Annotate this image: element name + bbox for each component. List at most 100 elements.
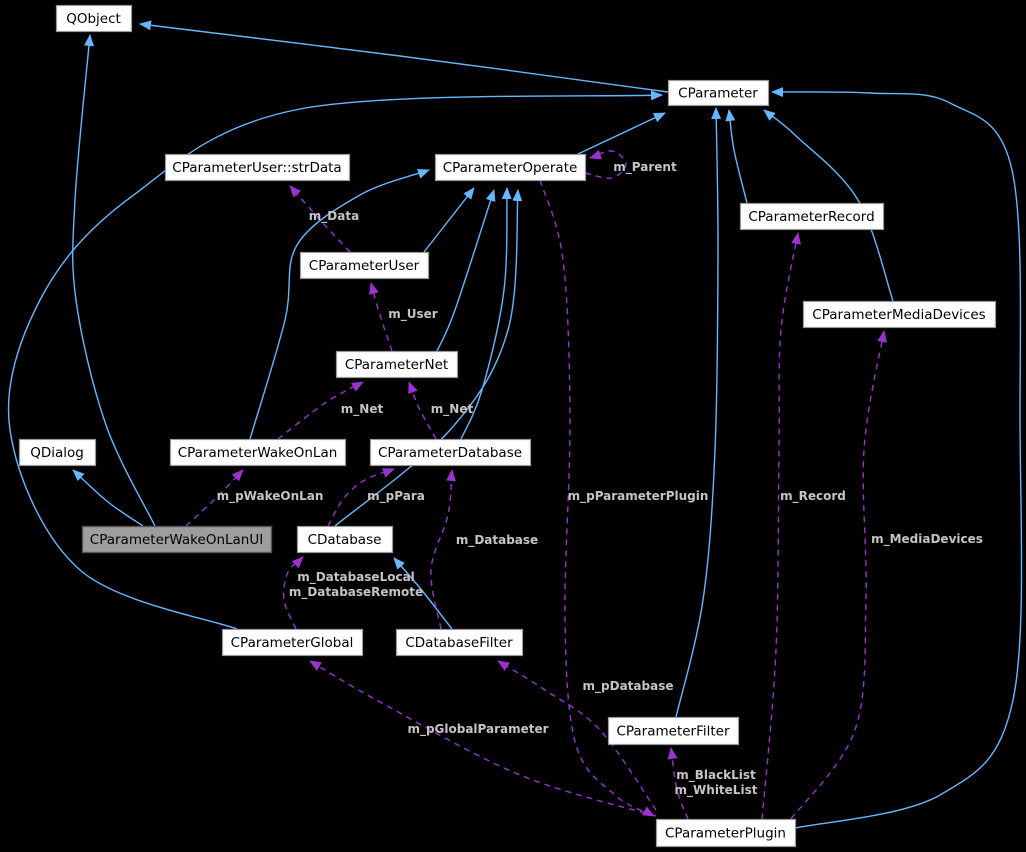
edge-label-m_Net: m_Net [341, 402, 384, 417]
class-name-label: CParameterGlobal [231, 635, 354, 651]
node-rect[interactable] [607, 716, 740, 746]
member-edge-CParameterUser-to-strData [289, 185, 351, 253]
inheritance-edge-CParameterRecord-to-CParameter [725, 109, 748, 204]
class-node-CParameterRecord[interactable]: CParameterRecord [739, 202, 885, 231]
inheritance-edge-CParameterWakeOnLan-to-CParameterOperate [249, 169, 430, 440]
edges-layer [7, 20, 1023, 829]
edge-label-m_User: m_User [388, 307, 438, 322]
edge-label-m_Record: m_Record [780, 489, 846, 504]
class-name-label: CParameterWakeOnLanUI [90, 532, 263, 548]
node-rect[interactable] [18, 438, 97, 467]
inheritance-edge-CParameterWakeOnLanUI-to-QObject [71, 34, 156, 527]
inheritance-edge-CParameterNet-to-CParameterOperate [436, 189, 496, 352]
inheritance-edge-CParameterFilter-to-CParameter [675, 107, 722, 718]
member-edge-CParameterPlugin-to-CParameterMediaDevices [790, 330, 888, 820]
member-edge-CDatabase-to-CParameterDatabase [327, 468, 395, 527]
class-name-label: CParameterUser::strData [172, 160, 341, 176]
edge-label-m_BlackList: m_BlackList [676, 768, 756, 783]
node-rect[interactable] [55, 4, 133, 33]
edge-label-m_MediaDevices: m_MediaDevices [871, 532, 983, 547]
inheritance-edge-CParameterOperate-to-CParameter [577, 112, 666, 155]
member-edge-CParameterPlugin-to-CParameterGlobal [309, 660, 657, 817]
class-node-CParameterFilter[interactable]: CParameterFilter [607, 716, 740, 746]
node-rect[interactable] [395, 628, 524, 657]
member-edge-CParameterOperate-to-CParameterOperate [584, 149, 627, 179]
edge-label-m_Parent: m_Parent [613, 160, 677, 175]
class-name-label: CParameterPlugin [665, 826, 786, 842]
highlighted-node-rect[interactable] [81, 525, 273, 554]
class-node-CParameterGlobal[interactable]: CParameterGlobal [221, 628, 364, 657]
nodes-layer: QObjectCParameterCParameterUser::strData… [18, 4, 997, 848]
node-rect[interactable] [299, 251, 430, 280]
node-rect[interactable] [434, 153, 587, 182]
node-rect[interactable] [667, 79, 770, 107]
class-name-label: QObject [66, 11, 121, 27]
class-node-CParameterMediaDevices[interactable]: CParameterMediaDevices [802, 300, 997, 329]
member-edge-CParameterPlugin-to-CParameterRecord [761, 232, 802, 820]
class-name-label: QDialog [30, 445, 84, 461]
class-node-CDatabase[interactable]: CDatabase [296, 525, 394, 554]
inheritance-edge-CDatabase-to-CParameterOperate [334, 189, 523, 527]
class-name-label: CParameterWakeOnLan [178, 445, 338, 461]
edge-label-m_WhiteList: m_WhiteList [675, 783, 758, 798]
node-rect[interactable] [335, 350, 459, 379]
inheritance-edge-CParameterDatabase-to-CParameterOperate [460, 187, 512, 440]
class-name-label: CParameterFilter [616, 724, 730, 740]
inheritance-edge-CParameterMediaDevices-to-CParameter [763, 109, 894, 302]
class-node-CParameterUser[interactable]: CParameterUser [299, 251, 430, 280]
class-name-label: CParameterNet [345, 357, 448, 373]
node-rect[interactable] [221, 628, 364, 657]
node-rect[interactable] [369, 438, 532, 467]
edge-label-m_Data: m_Data [309, 209, 359, 224]
edge-label-m_DatabaseLocal: m_DatabaseLocal [297, 570, 415, 585]
node-rect[interactable] [164, 153, 351, 182]
edge-label-m_pPara: m_pPara [367, 489, 425, 504]
edge-label-m_pParameterPlugin: m_pParameterPlugin [568, 489, 709, 504]
edge-label-m_pWakeOnLan: m_pWakeOnLan [217, 489, 324, 504]
member-edge-CDatabaseFilter-to-CParameterDatabase [430, 469, 457, 630]
node-rect[interactable] [169, 438, 347, 467]
class-node-CDatabaseFilter[interactable]: CDatabaseFilter [395, 628, 524, 657]
class-node-strData[interactable]: CParameterUser::strData [164, 153, 351, 182]
class-node-CParameterOperate[interactable]: CParameterOperate [434, 153, 587, 182]
class-node-CParameterWakeOnLan[interactable]: CParameterWakeOnLan [169, 438, 347, 467]
class-name-label: CDatabaseFilter [405, 635, 513, 651]
member-edge-CParameterOperate-to-CParameterPlugin [539, 179, 655, 817]
class-name-label: CParameterUser [309, 258, 420, 274]
member-edge-CParameterPlugin-to-CDatabaseFilter [497, 660, 657, 811]
edge-labels-layer: m_Data m_User m_Net m_Net m_pWakeOnLan m_pPar… [217, 160, 983, 798]
inheritance-edge-CDatabaseFilter-to-CDatabase [393, 557, 453, 630]
class-name-label: CParameterOperate [443, 160, 578, 176]
node-rect[interactable] [802, 300, 997, 329]
node-rect[interactable] [296, 525, 394, 554]
class-node-CParameter[interactable]: CParameter [667, 79, 770, 107]
inheritance-edge-CParameter-to-QObject [139, 20, 669, 93]
class-node-QObject[interactable]: QObject [55, 4, 133, 33]
edge-label-m_DatabaseRemote: m_DatabaseRemote [289, 585, 423, 600]
member-edge-CParameterDatabase-to-CParameterNet [408, 381, 437, 440]
class-node-CParameterPlugin[interactable]: CParameterPlugin [655, 818, 797, 848]
class-node-CParameterDatabase[interactable]: CParameterDatabase [369, 438, 532, 467]
node-rect[interactable] [655, 818, 797, 848]
member-edge-CParameterWakeOnLan-to-CParameterNet [277, 381, 364, 440]
edge-label-m_pGlobalParameter: m_pGlobalParameter [407, 722, 548, 737]
edge-label-m_Database: m_Database [456, 533, 538, 548]
node-rect[interactable] [739, 202, 885, 231]
member-edge-CParameterWakeOnLanUI-to-CParameterWakeOnLan [185, 469, 244, 527]
edge-label-m_pDatabase: m_pDatabase [583, 679, 674, 694]
class-name-label: CDatabase [308, 532, 382, 548]
class-name-label: CParameterMediaDevices [812, 307, 985, 323]
class-node-CParameterWakeOnLanUI[interactable]: CParameterWakeOnLanUI [81, 525, 273, 554]
edge-label-m_Net: m_Net [431, 402, 474, 417]
class-node-QDialog[interactable]: QDialog [18, 438, 97, 467]
inheritance-edge-CParameterGlobal-to-CParameter [7, 90, 663, 630]
inheritance-edge-CParameterWakeOnLanUI-to-QDialog [72, 469, 144, 527]
class-name-label: CParameter [678, 86, 758, 102]
class-node-CParameterNet[interactable]: CParameterNet [335, 350, 459, 379]
class-name-label: CParameterDatabase [378, 445, 522, 461]
member-edge-CParameterGlobal-to-CDatabase [282, 556, 304, 630]
class-name-label: CParameterRecord [748, 209, 874, 225]
inheritance-edge-CParameterUser-to-CParameterOperate [423, 187, 475, 253]
